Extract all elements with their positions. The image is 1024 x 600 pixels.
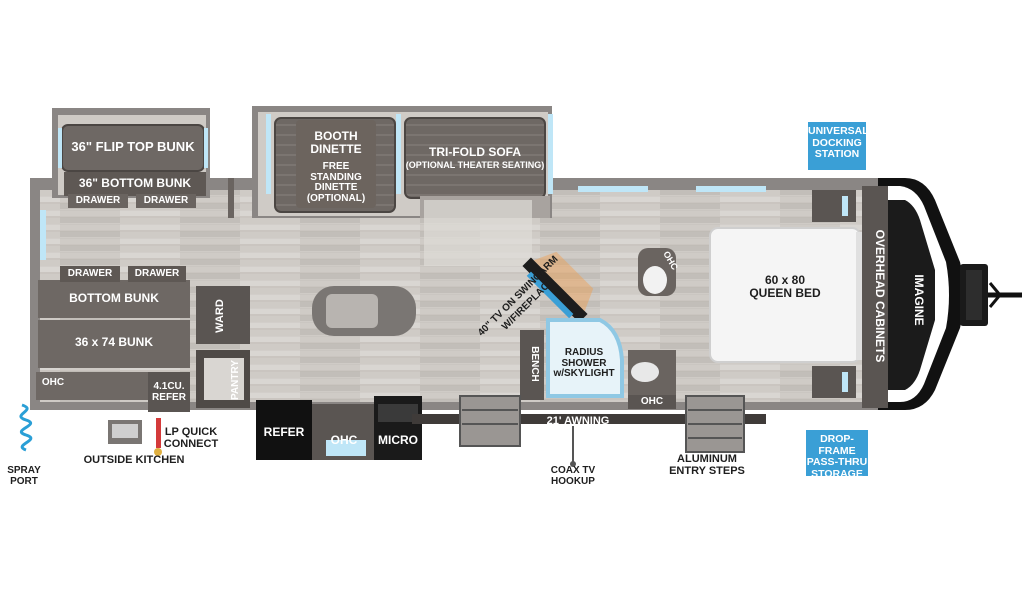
flip-top-bunk-label: 36" FLIP TOP BUNK — [71, 139, 195, 154]
bottom-bunk-top-label: 36" BOTTOM BUNK — [78, 176, 192, 190]
overhead-cabinets-label: OVERHEAD CABINETS — [873, 230, 887, 363]
ohc-kitchen-label: OHC — [330, 433, 358, 447]
bottom-bunk-top — [64, 172, 206, 196]
ward-label: WARD — [214, 299, 226, 333]
bottom-bunk-label: BOTTOM BUNK — [69, 291, 159, 305]
drawer-label-3: DRAWER — [67, 268, 113, 279]
refer-41-label: 4.1CU. REFER — [152, 381, 186, 403]
tv-swingarm — [522, 251, 594, 323]
drop-frame-callout: DROP-FRAME PASS-THRU STORAGE — [806, 430, 868, 479]
wardrobe — [196, 286, 250, 344]
outside-kitchen-label: OUTSIDE KITCHEN — [83, 454, 185, 466]
coax-tv-label: COAX TV HOOKUP — [550, 465, 596, 487]
lp-connect — [156, 418, 161, 448]
universal-docking-callout: UNIVERSAL DOCKING STATION — [808, 122, 869, 170]
drawer-label-1: DRAWER — [75, 195, 121, 206]
radius-shower-label: RADIUS SHOWER w/SKYLIGHT — [553, 347, 615, 379]
drawer-label-2: DRAWER — [143, 195, 189, 206]
refer — [256, 400, 312, 460]
micro-label: MICRO — [378, 433, 418, 447]
radius-shower — [546, 318, 624, 398]
drawer-label-4: DRAWER — [134, 268, 180, 279]
ohc-bunk-label: OHC — [41, 377, 65, 388]
bunk-36x74 — [38, 320, 190, 368]
spray-port-label: SPRAY PORT — [7, 465, 41, 487]
bench — [520, 330, 544, 400]
tri-fold-sofa-label: TRI-FOLD SOFA — [429, 145, 521, 159]
awning-label: 21' AWNING — [546, 415, 610, 427]
overhead-cabinets — [862, 186, 888, 408]
pantry-label: PANTRY — [230, 360, 241, 400]
booth-dinette-label: BOOTH DINETTE — [310, 129, 362, 156]
bunk-36x74-label: 36 x 74 BUNK — [74, 335, 154, 349]
awning — [412, 414, 766, 424]
free-standing-label: FREE STANDING DINETTE (OPTIONAL) — [306, 161, 366, 204]
bench-label: BENCH — [529, 346, 540, 382]
lp-quick-connect-label: LP QUICK CONNECT — [163, 426, 219, 450]
bottom-bunk — [38, 280, 190, 318]
queen-bed-label: 60 x 80 QUEEN BED — [749, 273, 821, 300]
ohc-bath-bottom-label: OHC — [640, 396, 664, 407]
aluminum-steps-label: ALUMINUM ENTRY STEPS — [669, 453, 745, 477]
theater-seating-label: (OPTIONAL THEATER SEATING) — [405, 160, 545, 170]
spray-port-hose — [19, 403, 33, 452]
brand-text: IMAGINE — [912, 274, 926, 325]
refer-label: REFER — [263, 425, 305, 439]
entry-step-1 — [459, 395, 521, 447]
